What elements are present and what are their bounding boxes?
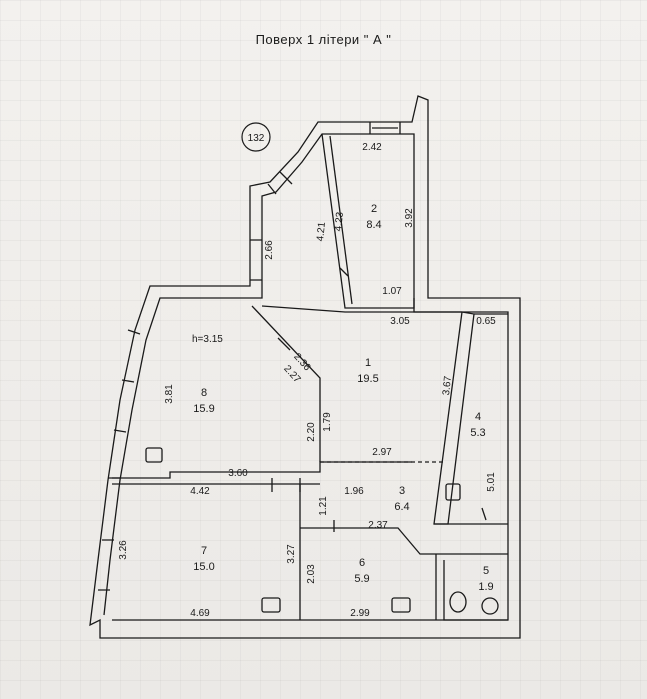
dim-3-81: 3.81 xyxy=(164,384,175,404)
dim-ticks xyxy=(271,267,487,532)
room-3-number: 3 xyxy=(399,485,405,497)
room-6-top xyxy=(300,527,508,555)
room-8-area: 15.9 xyxy=(193,403,214,415)
dim-1-07: 1.07 xyxy=(382,286,402,297)
window-marks xyxy=(98,329,141,591)
page-title: Поверх 1 літери " А " xyxy=(255,32,392,47)
dim-3-27: 3.27 xyxy=(286,544,297,564)
room-2-inner xyxy=(329,135,353,305)
dim-3-67: 3.67 xyxy=(441,375,454,396)
room-4-walls xyxy=(433,311,475,525)
building-number: 132 xyxy=(248,133,265,144)
building-number-circle xyxy=(241,122,271,152)
room-5-walls xyxy=(435,554,508,621)
toilet-fixture xyxy=(449,591,467,613)
room-5-area: 1.9 xyxy=(478,581,493,593)
room-8-diagonal xyxy=(251,305,321,462)
corridor-wall xyxy=(261,305,462,313)
room-1-area: 19.5 xyxy=(357,373,378,385)
window-left xyxy=(250,239,262,281)
dim-4-69: 4.69 xyxy=(190,608,210,619)
dim-3-92: 3.92 xyxy=(404,208,415,228)
dim-2-03: 2.03 xyxy=(306,564,317,584)
dim-0-65: 0.65 xyxy=(476,316,496,327)
dim-1-79: 1.79 xyxy=(322,412,333,432)
room-4-area: 5.3 xyxy=(470,427,485,439)
room-2-number: 2 xyxy=(371,203,377,215)
room-2-walls xyxy=(321,133,415,309)
room-3-area: 6.4 xyxy=(394,501,409,513)
fixture-3 xyxy=(445,483,461,501)
room-7-number: 7 xyxy=(201,545,207,557)
dim-3-26: 3.26 xyxy=(118,540,129,560)
room-5-number: 5 xyxy=(483,565,489,577)
dim-3-05: 3.05 xyxy=(390,316,410,327)
dim-2-97: 2.97 xyxy=(372,447,392,458)
dim-4-21: 4.21 xyxy=(315,221,328,242)
room-6-number: 6 xyxy=(359,557,365,569)
dim-2-66: 2.66 xyxy=(264,240,275,260)
dim-3-60: 3.60 xyxy=(228,468,248,479)
room-6-area: 5.9 xyxy=(354,573,369,585)
window-room2 xyxy=(369,122,401,134)
dim-1-21: 1.21 xyxy=(318,496,329,516)
dim-2-99: 2.99 xyxy=(350,608,370,619)
room-8-bottom xyxy=(112,461,412,479)
ceiling-height: h=3.15 xyxy=(192,334,223,345)
fixture-6 xyxy=(391,597,411,613)
room-8-number: 8 xyxy=(201,387,207,399)
dim-1-96: 1.96 xyxy=(344,486,364,497)
room-1-number: 1 xyxy=(365,357,371,369)
dim-5-01: 5.01 xyxy=(486,472,497,492)
outer-wall xyxy=(89,95,521,639)
room-7-area: 15.0 xyxy=(193,561,214,573)
window-diag xyxy=(267,171,293,195)
dim-2-37: 2.37 xyxy=(368,520,388,531)
basin-fixture xyxy=(481,597,499,615)
dim-2-42: 2.42 xyxy=(362,142,382,153)
room-2-area: 8.4 xyxy=(366,219,381,231)
room-4-number: 4 xyxy=(475,411,481,423)
sink-fixture-8 xyxy=(145,447,163,463)
dim-2-20: 2.20 xyxy=(306,422,317,442)
fixture-7 xyxy=(261,597,281,613)
dim-4-42: 4.42 xyxy=(190,486,210,497)
dim-4-23: 4.23 xyxy=(333,211,346,232)
